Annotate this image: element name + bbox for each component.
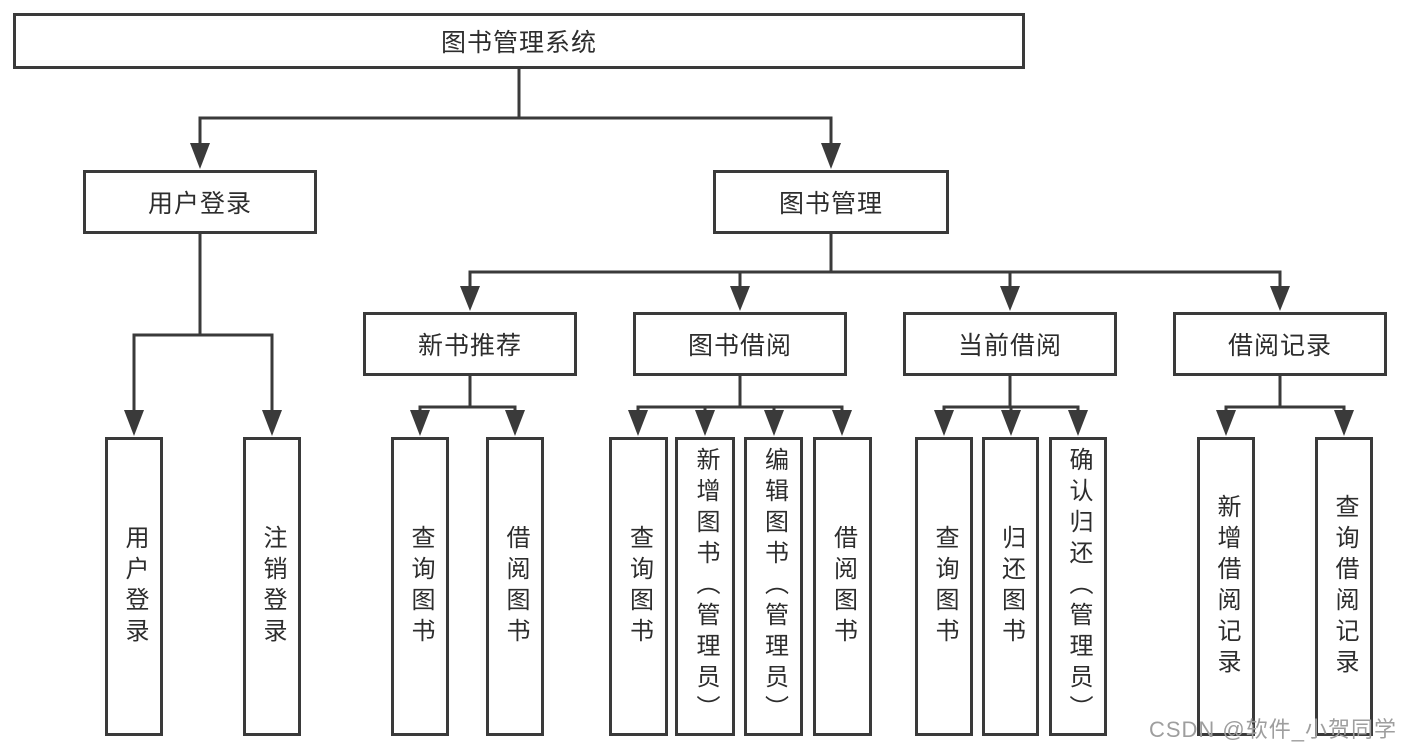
leaf-query-borrow-record-label: 查询借阅记录	[1331, 493, 1358, 680]
leaf-confirm-return-admin: 确认归还（管理员）	[1049, 437, 1107, 736]
leaf-query-books-borrow: 查询图书	[609, 437, 668, 736]
leaf-query-books-recommend: 查询图书	[391, 437, 449, 736]
node-borrow-records-label: 借阅记录	[1227, 332, 1332, 360]
node-root-system: 图书管理系统	[13, 13, 1025, 69]
leaf-confirm-return-admin-label: 确认归还（管理员）	[1065, 447, 1092, 726]
leaf-borrow-books-recommend: 借阅图书	[486, 437, 544, 736]
leaf-query-books-borrow-label: 查询图书	[625, 524, 653, 649]
leaf-logout: 注销登录	[243, 437, 301, 736]
leaf-edit-books-admin-label: 编辑图书（管理员）	[760, 447, 788, 726]
leaf-query-books-recommend-label: 查询图书	[407, 524, 434, 649]
node-user-login: 用户登录	[83, 170, 317, 234]
node-new-book-recommend: 新书推荐	[363, 312, 577, 376]
node-book-management-label: 图书管理	[778, 190, 883, 218]
leaf-borrow-books-label: 借阅图书	[829, 524, 857, 649]
leaf-add-books-admin-label: 新增图书（管理员）	[692, 447, 719, 726]
node-book-borrow: 图书借阅	[633, 312, 847, 376]
leaf-add-borrow-record-label: 新增借阅记录	[1213, 493, 1240, 680]
leaf-add-borrow-record: 新增借阅记录	[1197, 437, 1255, 736]
leaf-logout-label: 注销登录	[259, 524, 286, 649]
leaf-user-login: 用户登录	[105, 437, 163, 736]
node-book-borrow-label: 图书借阅	[687, 332, 792, 360]
node-current-borrow: 当前借阅	[903, 312, 1117, 376]
leaf-query-borrow-record: 查询借阅记录	[1315, 437, 1373, 736]
leaf-user-login-label: 用户登录	[121, 524, 148, 649]
leaf-return-books-label: 归还图书	[997, 524, 1025, 649]
node-root-system-label: 图书管理系统	[440, 29, 597, 57]
leaf-edit-books-admin: 编辑图书（管理员）	[744, 437, 803, 736]
leaf-add-books-admin: 新增图书（管理员）	[675, 437, 735, 736]
node-new-book-recommend-label: 新书推荐	[417, 332, 522, 360]
leaf-return-books: 归还图书	[982, 437, 1039, 736]
node-current-borrow-label: 当前借阅	[957, 332, 1062, 360]
csdn-watermark: CSDN @软件_小贺同学	[1148, 717, 1397, 742]
node-borrow-records: 借阅记录	[1173, 312, 1387, 376]
leaf-query-books-current-label: 查询图书	[931, 524, 958, 649]
leaf-borrow-books-recommend-label: 借阅图书	[502, 524, 529, 649]
leaf-borrow-books: 借阅图书	[813, 437, 872, 736]
node-user-login-label: 用户登录	[147, 190, 252, 218]
leaf-query-books-current: 查询图书	[915, 437, 973, 736]
node-book-management: 图书管理	[713, 170, 949, 234]
